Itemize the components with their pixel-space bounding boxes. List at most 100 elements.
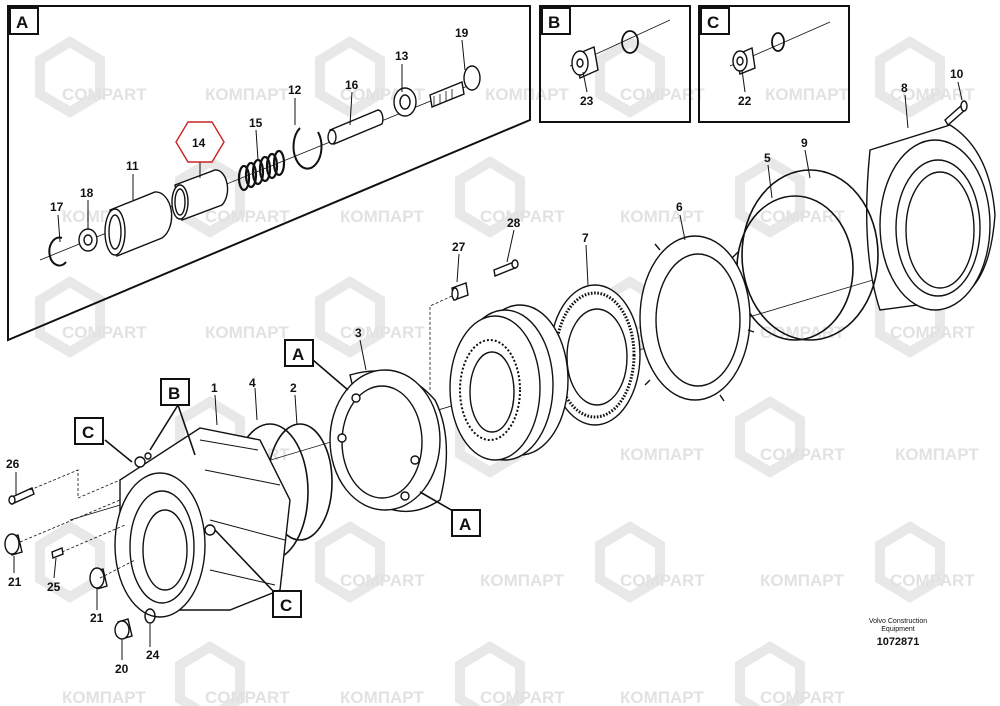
bushing-14 <box>171 169 229 221</box>
bolt-19 <box>429 65 481 108</box>
watermark-text: КОМПАРТ <box>62 688 146 706</box>
svg-text:A: A <box>292 345 304 364</box>
watermark-text: КОМПАРТ <box>205 323 289 342</box>
callout-c-right: C <box>272 590 302 618</box>
panel-label-box <box>9 7 39 35</box>
separator-disc-6 <box>639 235 755 402</box>
part-label-17: 17 <box>50 200 64 214</box>
svg-text:B: B <box>168 384 180 403</box>
washer-18 <box>78 228 98 252</box>
part-label-26: 26 <box>6 457 20 471</box>
detail-panel-a: A <box>7 5 531 342</box>
watermark-text: COMPART <box>340 571 425 590</box>
watermark-text: КОМПАРТ <box>480 571 564 590</box>
end-plate-8 <box>865 124 996 311</box>
disc-pack <box>449 304 569 461</box>
panel-label: A <box>16 13 28 32</box>
watermark-text: COMPART <box>62 85 147 104</box>
watermark-text: COMPART <box>620 85 705 104</box>
leader-dashed <box>429 295 453 390</box>
hub-housing-1 <box>114 427 291 618</box>
plug-21 <box>89 567 108 590</box>
part-label-23: 23 <box>580 94 594 108</box>
watermark-text: COMPART <box>760 445 845 464</box>
o-ring-22 <box>771 32 785 52</box>
detail-panel-b: B <box>539 5 691 123</box>
footer-block: Volvo Construction Equipment 1072871 <box>869 618 927 648</box>
detail-panel-c: C <box>698 5 850 123</box>
part-label-1: 1 <box>211 381 218 395</box>
brand-line-2: Equipment <box>881 626 915 633</box>
watermark-text: КОМПАРТ <box>620 688 704 706</box>
watermark-text: КОМПАРТ <box>895 445 979 464</box>
watermark-text: COMPART <box>890 571 975 590</box>
watermark-text: КОМПАРТ <box>205 85 289 104</box>
part-label-13: 13 <box>395 49 409 63</box>
part-label-14: 14 <box>192 136 206 150</box>
sleeve-11 <box>104 191 173 257</box>
part-label-20: 20 <box>115 662 129 676</box>
main-assembly <box>4 100 996 640</box>
watermark-text: КОМПАРТ <box>765 85 849 104</box>
part-label-21: 21 <box>90 611 104 625</box>
panel-label: B <box>548 13 560 32</box>
watermark-text: КОМПАРТ <box>485 85 569 104</box>
callout-a-lower: A <box>451 509 481 537</box>
o-ring-23 <box>621 30 639 54</box>
svg-text:C: C <box>82 423 94 442</box>
watermark-text: COMPART <box>205 688 290 706</box>
watermark-text: КОМПАРТ <box>620 207 704 226</box>
part-label-12: 12 <box>288 83 302 97</box>
stud-27 <box>451 282 469 301</box>
bolt-28 <box>493 259 519 277</box>
watermark-text: COMPART <box>890 85 975 104</box>
watermark-text: COMPART <box>890 323 975 342</box>
watermark-text: COMPART <box>620 571 705 590</box>
fitting-26 <box>8 487 35 505</box>
panel-label-box <box>541 7 571 35</box>
part-label-25: 25 <box>47 580 61 594</box>
part-label-18: 18 <box>80 186 94 200</box>
panel-c-parts <box>729 21 831 75</box>
washer-13 <box>393 87 417 117</box>
highlight-hexagon <box>175 121 225 163</box>
part-label-6: 6 <box>676 200 683 214</box>
part-label-27: 27 <box>452 240 466 254</box>
ring-12 <box>292 127 323 170</box>
panel-b-parts <box>569 19 671 79</box>
callout-boxes: A A B C C <box>74 339 481 618</box>
part-label-5: 5 <box>764 151 771 165</box>
piston-3 <box>329 369 448 513</box>
plug-22 <box>732 46 756 75</box>
stud-25 <box>51 547 64 559</box>
callout-b: B <box>160 378 190 406</box>
panel-a-parts <box>39 65 481 267</box>
spring-15 <box>237 149 286 192</box>
watermark-text: COMPART <box>205 207 290 226</box>
part-label-19: 19 <box>455 26 469 40</box>
snap-ring-17 <box>48 236 67 267</box>
panel-label: C <box>707 13 719 32</box>
part-label-28: 28 <box>507 216 521 230</box>
callout-c-left: C <box>74 417 104 445</box>
watermark-text: КОМПАРТ <box>340 207 424 226</box>
part-label-9: 9 <box>801 136 808 150</box>
watermark-text: COMPART <box>760 688 845 706</box>
seal-ring-9 <box>741 169 879 341</box>
leader-dashed <box>29 469 121 499</box>
watermark-text: COMPART <box>480 207 565 226</box>
svg-text:C: C <box>280 596 292 615</box>
panel-label-box <box>700 7 730 35</box>
part-label-2: 2 <box>290 381 297 395</box>
watermark-text: COMPART <box>340 323 425 342</box>
watermark-text: COMPART <box>480 688 565 706</box>
part-label-8: 8 <box>901 81 908 95</box>
part-label-16: 16 <box>345 78 359 92</box>
part-label-21: 21 <box>8 575 22 589</box>
watermark-text: КОМПАРТ <box>620 445 704 464</box>
bolt-10 <box>944 100 968 127</box>
watermark-text: COMPART <box>62 323 147 342</box>
part-label-11: 11 <box>126 159 139 173</box>
part-label-4: 4 <box>249 376 256 390</box>
